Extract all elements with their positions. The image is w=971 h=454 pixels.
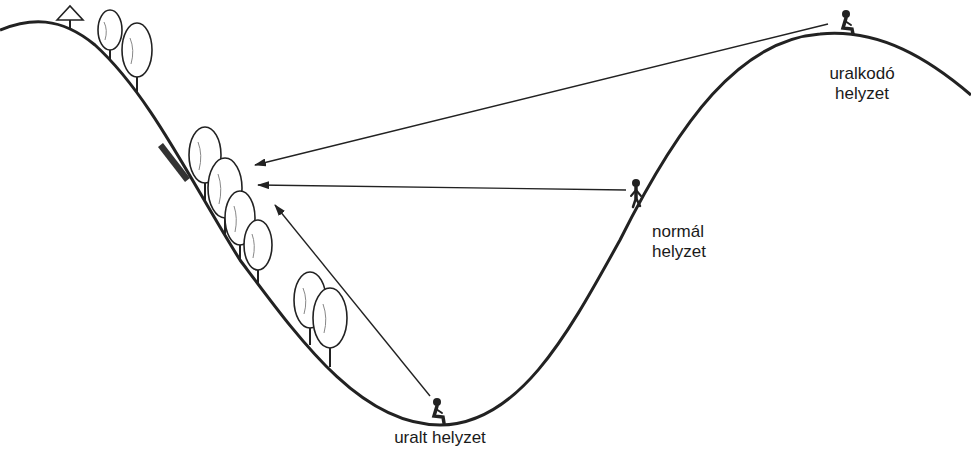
standing-person — [631, 179, 641, 207]
seated-person — [433, 398, 444, 423]
valley-slope — [0, 22, 971, 425]
position-label: normál helyzet — [650, 222, 734, 262]
tree — [98, 10, 122, 61]
sight-arrow — [275, 205, 430, 396]
tree — [244, 220, 272, 284]
tree — [122, 23, 152, 92]
rock-slab — [158, 143, 190, 182]
seated-person — [842, 10, 853, 34]
position-label: uralt helyzet — [392, 428, 488, 448]
sight-arrow — [255, 24, 828, 165]
tree — [313, 288, 347, 367]
conifer-tree — [57, 6, 83, 29]
sight-arrow — [258, 185, 626, 190]
position-label: uralkodó helyzet — [815, 64, 909, 104]
